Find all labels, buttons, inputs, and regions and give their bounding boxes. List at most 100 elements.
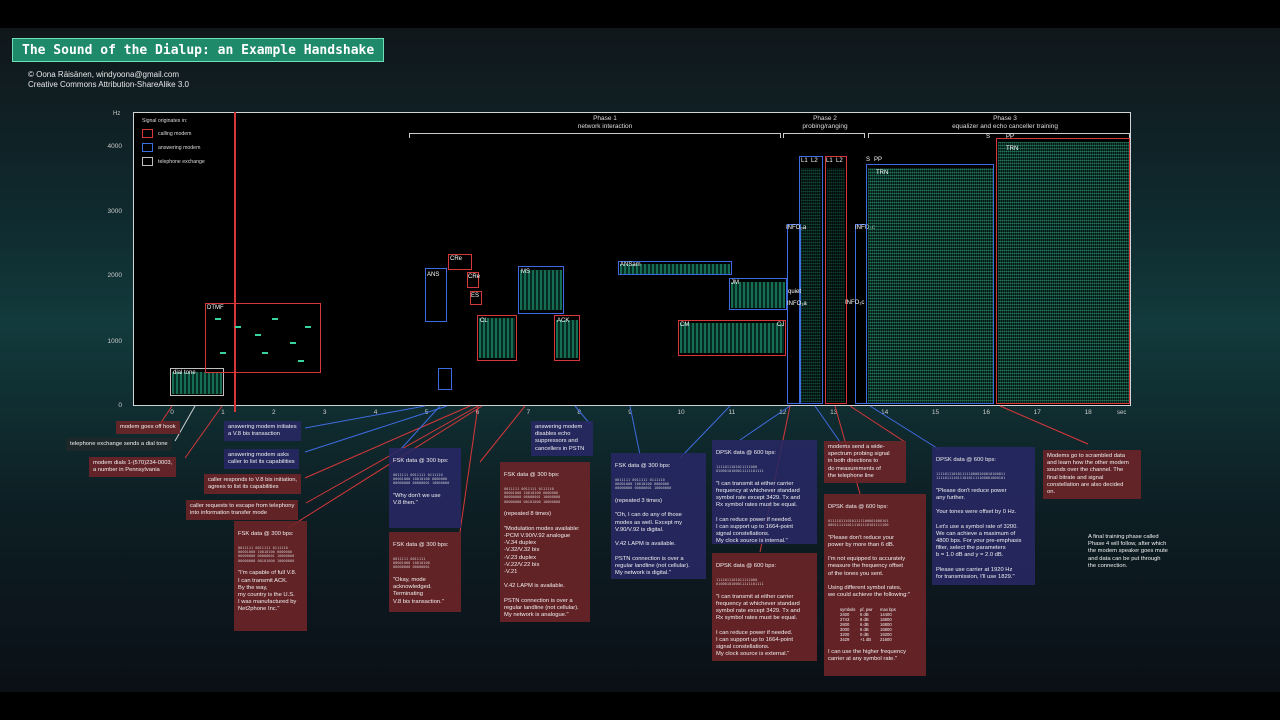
x-axis-unit: sec bbox=[1117, 410, 1127, 416]
cj-label: CJ bbox=[777, 322, 785, 328]
dpsk-card-3: DPSK data @ 600 bps: 0111101110101111100… bbox=[824, 494, 926, 676]
y-axis-unit: Hz bbox=[113, 111, 121, 117]
l2b-label: L2 bbox=[836, 158, 843, 164]
call-trn-box bbox=[996, 138, 1130, 404]
ms-label: MS bbox=[521, 269, 530, 275]
legend-label: telephone exchange bbox=[158, 158, 205, 165]
dpsk-card-1: DPSK data @ 600 bps: 1111011101011111000… bbox=[712, 440, 817, 544]
info1c-label: INFO₁c bbox=[845, 300, 865, 306]
x-tick: 9 bbox=[628, 409, 632, 416]
fsk-card-4-bits: 0011111 0011111 0111110 00001000 1001010… bbox=[504, 486, 561, 504]
info0c-label: INFO₀c bbox=[855, 225, 875, 231]
fsk-card-3: FSK data @ 300 bps: 0011111 0011111 0000… bbox=[389, 532, 461, 612]
phase-1-bracket bbox=[409, 133, 781, 138]
license-credit: Creative Commons Attribution-ShareAlike … bbox=[28, 80, 189, 89]
legend-item: answering modem bbox=[142, 143, 205, 152]
dtmf-label: DTMF bbox=[207, 305, 224, 311]
phase-3-bracket bbox=[868, 133, 1130, 138]
cl-label: CL bbox=[480, 318, 488, 324]
legend-label: answering modem bbox=[158, 144, 201, 151]
l1b-label: L1 bbox=[826, 158, 833, 164]
poster-title: The Sound of the Dialup: an Example Hand… bbox=[12, 38, 384, 62]
x-tick: 4 bbox=[373, 409, 378, 416]
ansb-box bbox=[425, 268, 447, 322]
fsk-card-5-title: FSK data @ 300 bps: bbox=[615, 463, 671, 470]
dial-tone-box bbox=[170, 368, 224, 396]
x-tick: 15 bbox=[931, 409, 940, 416]
fsk-card-3-title: FSK data @ 300 bps: bbox=[393, 542, 449, 549]
trn-label: TRN bbox=[876, 170, 889, 176]
call-trn-energy bbox=[998, 142, 1130, 404]
annotation-dials: modem dials 1-(570)234-0003, a number in… bbox=[89, 457, 177, 478]
x-tick: 10 bbox=[677, 409, 685, 416]
x-tick: 13 bbox=[830, 409, 838, 416]
dpsk-card-2-title: DPSK data @ 600 bps: bbox=[716, 563, 777, 570]
x-tick: 0 bbox=[170, 409, 174, 416]
dpsk-card-4: DPSK data @ 600 bps: 1111011101011111000… bbox=[932, 447, 1035, 585]
es-box bbox=[470, 291, 482, 305]
s-label: S bbox=[866, 157, 871, 163]
dial-tone-label: dial tone bbox=[173, 370, 196, 376]
x-tick: 1 bbox=[221, 409, 225, 416]
info0a-label: INFO₀a bbox=[786, 225, 807, 231]
cre2-box bbox=[467, 272, 479, 288]
fsk-card-4-repeat: (repeated 8 times) bbox=[504, 511, 552, 518]
y-tick: 3000 bbox=[107, 208, 122, 215]
dpsk-card-2-bits: 1111011101011111000 01000101000111111011… bbox=[716, 577, 764, 587]
ansam-box bbox=[618, 261, 732, 275]
sbar-label: S bbox=[986, 134, 991, 140]
info1a-label: INFO₁a bbox=[787, 301, 807, 307]
answer-trn-box bbox=[866, 164, 994, 404]
x-tick: 11 bbox=[728, 409, 736, 416]
dpsk-card-3-bits: 0111101110101111100001000101 00011111101… bbox=[828, 518, 889, 528]
l1-l2-call-box bbox=[825, 156, 847, 404]
l1-label: L1 bbox=[801, 158, 808, 164]
ack-small-box bbox=[438, 368, 452, 390]
dpsk-card-3-tail: I can use the higher frequency carrier a… bbox=[828, 648, 906, 663]
fsk-card-2-text: "Why don't we use V.8 then." bbox=[393, 493, 441, 507]
x-tick: 14 bbox=[880, 409, 889, 416]
dtmf-box bbox=[205, 303, 321, 373]
dpsk-card-4-bits: 11110111010111110000100010100011 1111011… bbox=[936, 471, 1006, 481]
fsk-card-5: FSK data @ 300 bps: 0011111 0011111 0111… bbox=[611, 453, 706, 579]
dpsk-card-1-text: "I can transmit at either carrier freque… bbox=[716, 480, 800, 545]
dpsk-card-2: DPSK data @ 600 bps: 1111011101011111000… bbox=[712, 553, 817, 661]
annotation-off-hook: modem goes off hook bbox=[116, 421, 180, 435]
x-tick: 18 bbox=[1084, 409, 1092, 416]
jm-label: JM bbox=[731, 280, 739, 286]
fsk-card-5-bits: 0011111 0011111 0111110 00001000 1001010… bbox=[615, 477, 672, 491]
annotation-scrambled: Modems go to scrambled data and learn ho… bbox=[1043, 450, 1141, 500]
pp2-label: PP bbox=[1006, 134, 1015, 140]
annotation-caller-list: answering modem asks caller to list its … bbox=[224, 449, 299, 470]
dpsk-card-3-text: "Please don't reduce your power by more … bbox=[828, 534, 910, 599]
annotation-dial-tone: telephone exchange sends a dial tone bbox=[66, 438, 172, 452]
es-label: ES bbox=[471, 293, 480, 299]
dpsk-card-1-title: DPSK data @ 600 bps: bbox=[716, 450, 777, 457]
dpsk-card-4-text: "Please don't reduce power any further. … bbox=[936, 487, 1022, 581]
ansb-label: ANS bbox=[427, 272, 440, 278]
legend-label: calling modem bbox=[158, 130, 192, 137]
l1-l2-answer-box bbox=[799, 156, 823, 404]
letterbox-bottom bbox=[0, 692, 1280, 720]
letterbox-top bbox=[0, 0, 1280, 28]
annotation-v8bis: answering modem initiates a V.8 bis tran… bbox=[224, 421, 301, 442]
ansam-label: ANSam bbox=[620, 262, 641, 268]
fsk-card-4: FSK data @ 300 bps: 0011111 0011111 0111… bbox=[500, 462, 590, 622]
quiet-label: quiet bbox=[788, 289, 802, 295]
cre-box bbox=[448, 254, 472, 270]
cm-label: CM bbox=[680, 322, 690, 328]
handshake-start-line bbox=[234, 112, 236, 412]
legend: Signal originates in: calling modem answ… bbox=[142, 118, 205, 166]
dpsk-card-4-title: DPSK data @ 600 bps: bbox=[936, 457, 997, 464]
annotation-escape: caller requests to escape from telephony… bbox=[186, 500, 299, 521]
dpsk-card-1-bits: 1111011101011111000 01000101000111111011… bbox=[716, 464, 764, 474]
fsk-card-1: FSK data @ 300 bps: 0011111 0011111 0111… bbox=[234, 521, 307, 631]
fsk-card-1-bits: 0011111 0011111 0111110 00001000 1001010… bbox=[238, 545, 295, 563]
